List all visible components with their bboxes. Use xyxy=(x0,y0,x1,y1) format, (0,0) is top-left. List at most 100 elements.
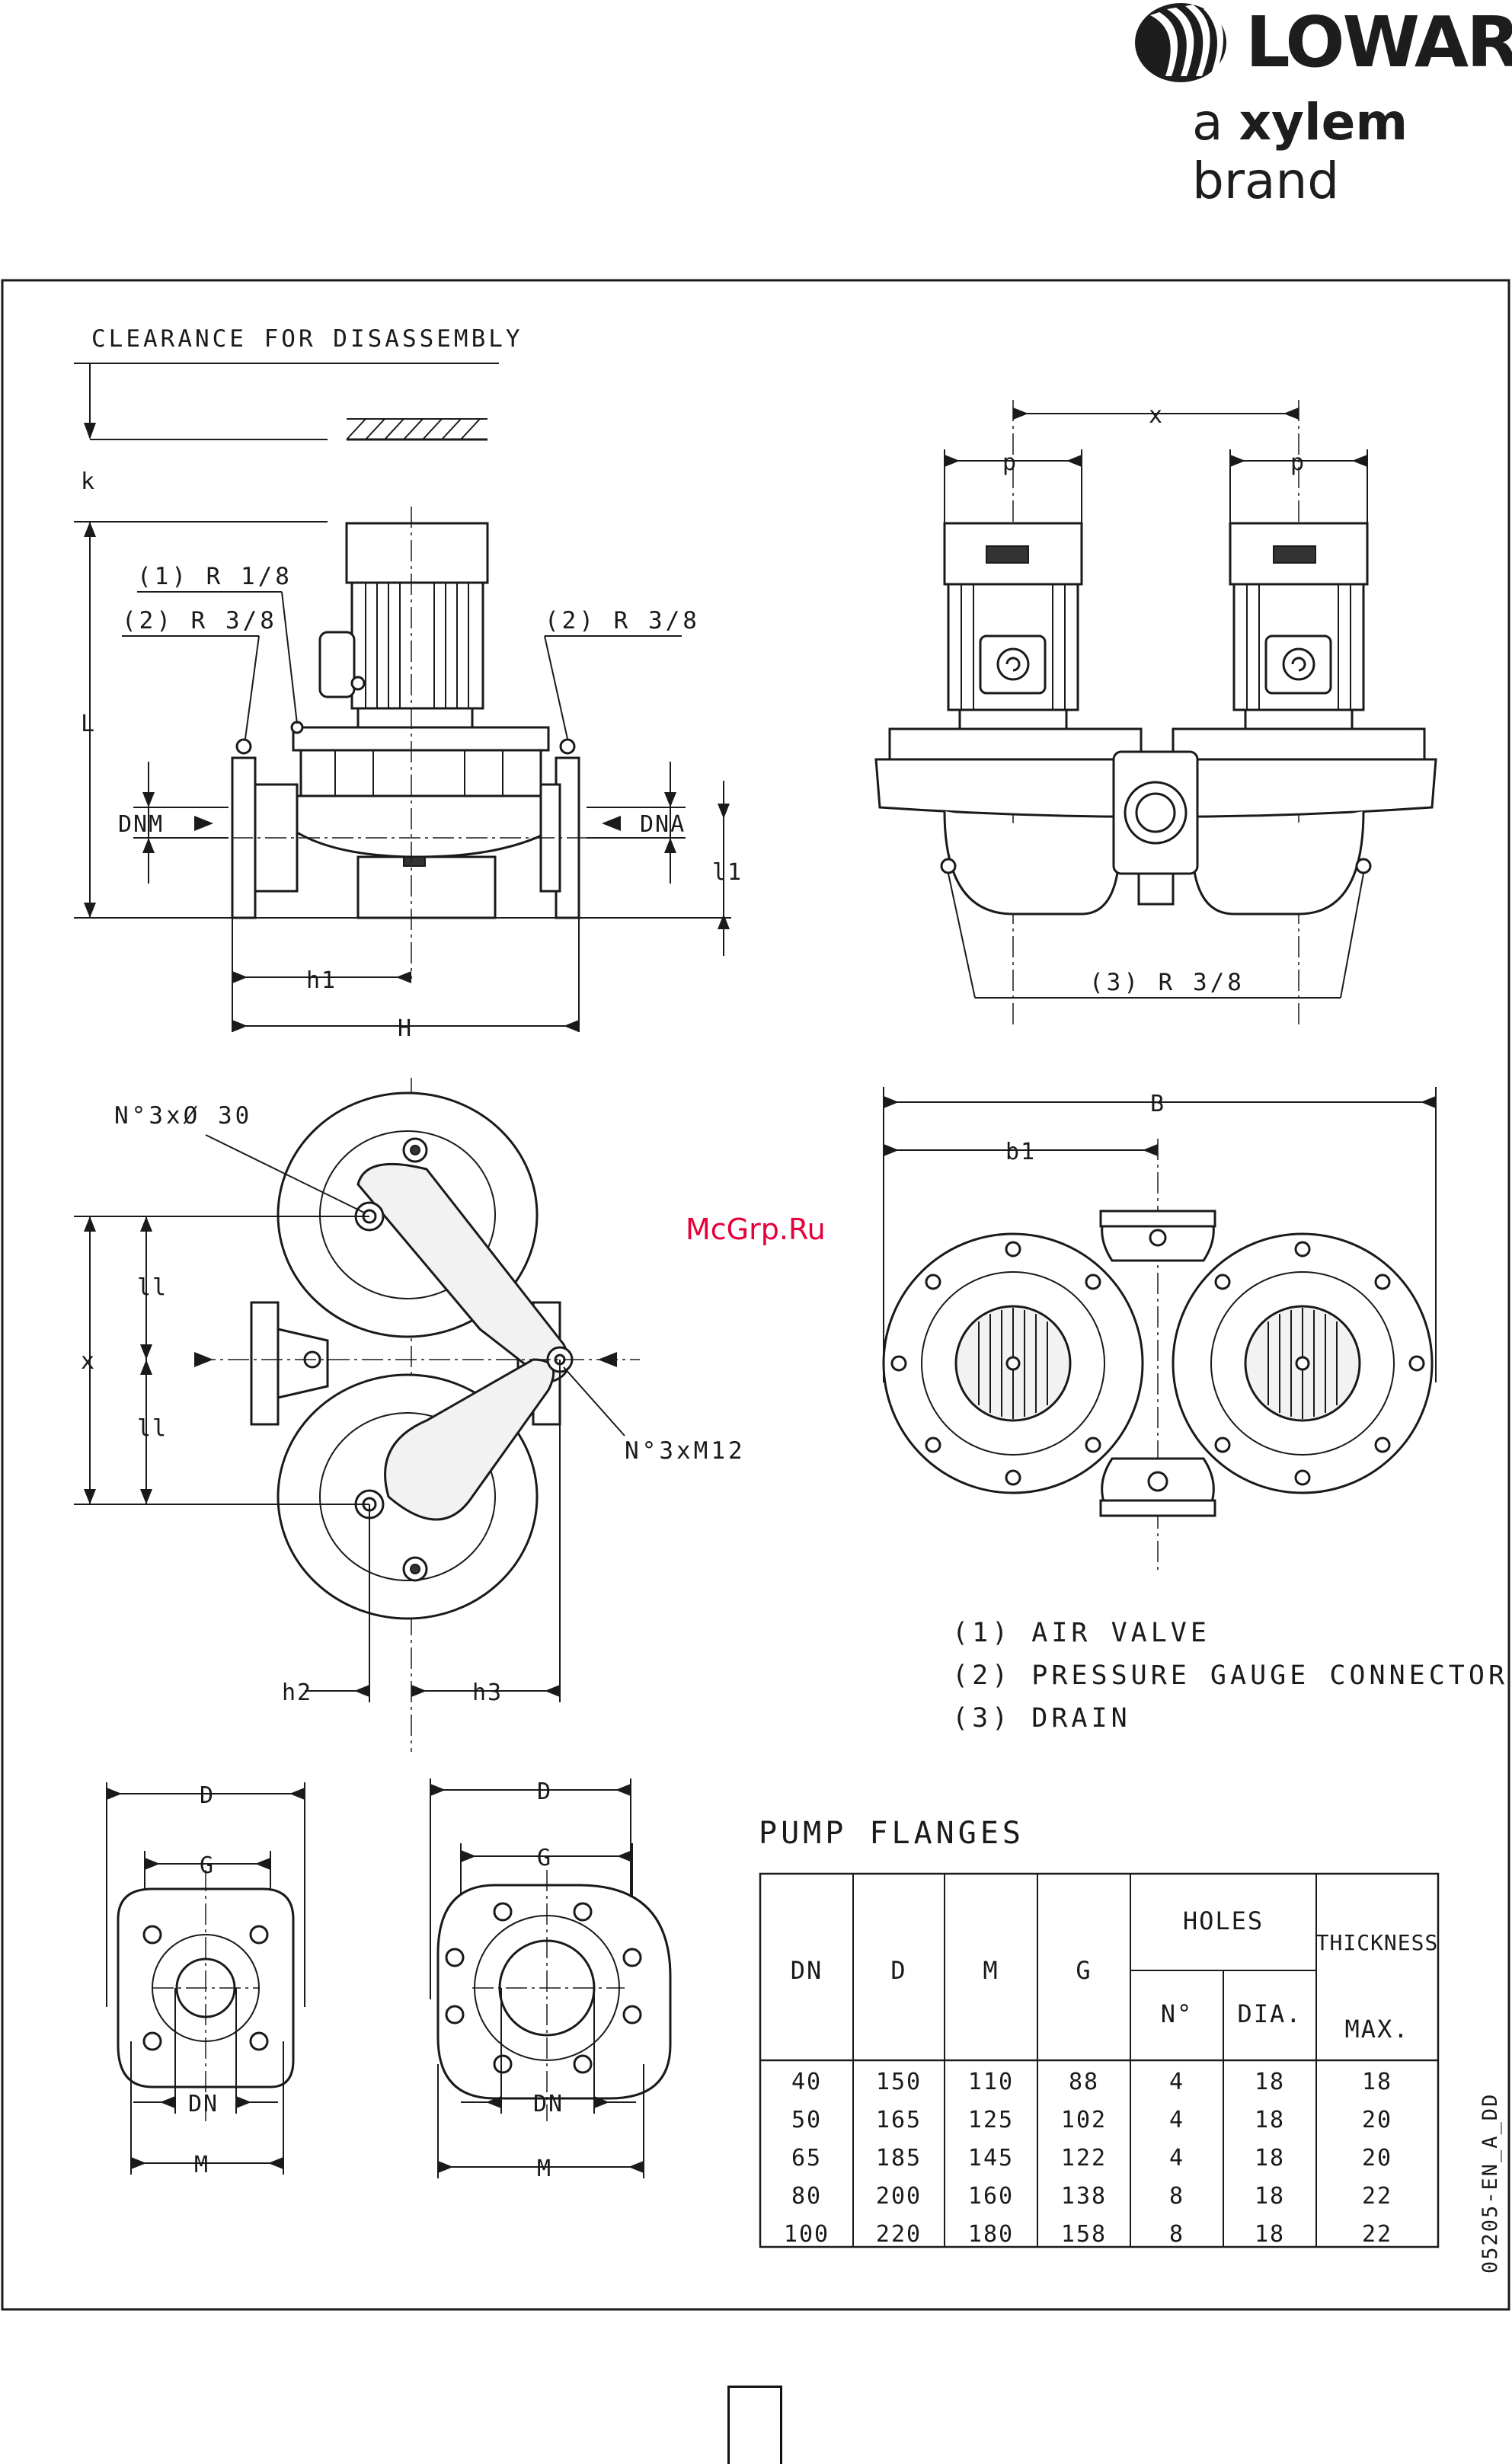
svg-text:4: 4 xyxy=(1169,2069,1184,2095)
dim-l1: l1 xyxy=(712,859,743,886)
header-d: D xyxy=(890,1956,906,1985)
svg-text:88: 88 xyxy=(1069,2069,1099,2095)
gauge-connector-left-callout: (2) R 3/8 xyxy=(122,607,277,634)
flange-left-M: M xyxy=(194,2152,209,2178)
dim-p-left: p xyxy=(1002,449,1018,476)
dim-ll-lower: ll xyxy=(137,1415,168,1442)
brand-name: LOWARA xyxy=(1245,2,1512,83)
svg-text:8: 8 xyxy=(1169,2221,1184,2248)
flange-right-G: G xyxy=(537,1845,552,1871)
dim-DNM: DNM xyxy=(118,811,164,838)
pump-bracket xyxy=(292,726,550,752)
diverter-arm-upper xyxy=(356,1162,571,1384)
terminal-box xyxy=(318,631,356,698)
pump-flanges-table: PUMP FLANGES DN D M G HOLES N° DIA. THIC… xyxy=(759,1816,1440,2248)
flange-left-D: D xyxy=(200,1782,215,1809)
header-holes: HOLES xyxy=(1183,1906,1264,1935)
svg-text:100: 100 xyxy=(784,2221,830,2248)
legend: (1) AIR VALVE (2) PRESSURE GAUGE CONNECT… xyxy=(952,1618,1508,1734)
svg-text:18: 18 xyxy=(1255,2183,1285,2210)
header-holes-no: N° xyxy=(1161,1999,1194,2028)
clearance-hatch xyxy=(346,418,487,441)
flange-left-G: G xyxy=(200,1852,215,1879)
svg-text:22: 22 xyxy=(1362,2183,1392,2210)
svg-text:80: 80 xyxy=(791,2183,822,2210)
screws-callout: N°3xM12 xyxy=(625,1437,746,1465)
dim-DNA: DNA xyxy=(640,811,686,838)
svg-text:18: 18 xyxy=(1255,2069,1285,2095)
sheet-border xyxy=(1,279,1510,2311)
table-title: PUMP FLANGES xyxy=(759,1816,1025,1851)
motor-body xyxy=(350,581,484,710)
svg-text:22: 22 xyxy=(1362,2221,1392,2248)
drawing-sheet: CLEARANCE FOR DISASSEMBLY k L xyxy=(1,279,1510,2311)
svg-text:180: 180 xyxy=(968,2221,1014,2248)
svg-text:158: 158 xyxy=(1061,2221,1107,2248)
header-thickness-max: MAX. xyxy=(1344,2015,1409,2044)
svg-text:125: 125 xyxy=(968,2107,1014,2133)
svg-text:145: 145 xyxy=(968,2145,1014,2172)
dim-L: L xyxy=(81,711,96,737)
svg-text:4: 4 xyxy=(1169,2107,1184,2133)
lowara-swirl-icon xyxy=(1135,3,1226,82)
dim-x-twin: x xyxy=(1149,402,1164,429)
header-holes-dia: DIA. xyxy=(1237,1999,1302,2028)
twin-pump-plan-view: B b1 xyxy=(882,1087,1437,1573)
dim-h2: h2 xyxy=(282,1679,312,1706)
drawing-code: 05205-EN_A_DD xyxy=(1478,2093,1502,2274)
flange-left-DN: DN xyxy=(188,2091,219,2117)
dim-k: k xyxy=(81,468,96,495)
dim-b1: b1 xyxy=(1005,1139,1036,1165)
svg-text:200: 200 xyxy=(876,2183,922,2210)
watermark: McGrp.Ru xyxy=(686,1213,826,1246)
svg-text:220: 220 xyxy=(876,2221,922,2248)
legend-item-air-valve: (1) AIR VALVE xyxy=(952,1618,1210,1648)
flange-right-DN: DN xyxy=(533,2091,564,2117)
table-row: 80 200 160 138 8 18 22 xyxy=(791,2183,1392,2210)
dim-ll-upper: ll xyxy=(137,1274,168,1301)
svg-text:185: 185 xyxy=(876,2145,922,2172)
svg-text:4: 4 xyxy=(1169,2145,1184,2172)
brand-logo: LOWARA a xylem brand xyxy=(1120,0,1512,210)
svg-text:102: 102 xyxy=(1061,2107,1107,2133)
svg-text:65: 65 xyxy=(791,2145,822,2172)
gauge-connector-right-callout: (2) R 3/8 xyxy=(545,607,700,634)
flange-right-D: D xyxy=(537,1778,552,1805)
flange-8-holes-view: D G DN M xyxy=(430,1778,672,2182)
svg-text:122: 122 xyxy=(1061,2145,1107,2172)
motor-adapter xyxy=(356,707,474,729)
legend-item-drain: (3) DRAIN xyxy=(952,1703,1131,1734)
pump-plan-view: x ll ll N°3xØ 30 N°3xM12 h2 h3 xyxy=(74,1078,746,1752)
dim-x-plan: x xyxy=(81,1348,96,1375)
svg-text:165: 165 xyxy=(876,2107,922,2133)
header-dn: DN xyxy=(791,1956,823,1985)
dim-h3: h3 xyxy=(472,1679,503,1706)
air-valve-callout: (1) R 1/8 xyxy=(137,563,292,590)
dim-B: B xyxy=(1150,1091,1165,1117)
brand-tagline: a xylem brand xyxy=(1192,93,1408,210)
svg-text:138: 138 xyxy=(1061,2183,1107,2210)
svg-text:50: 50 xyxy=(791,2107,822,2133)
header-g: G xyxy=(1076,1956,1092,1985)
svg-text:150: 150 xyxy=(876,2069,922,2095)
table-row: 40 150 110 88 4 18 18 xyxy=(791,2069,1391,2095)
clearance-label: CLEARANCE FOR DISASSEMBLY xyxy=(91,325,523,353)
header-thickness: THICKNESS xyxy=(1316,1930,1439,1955)
drain-callout: (3) R 3/8 xyxy=(1089,969,1245,996)
pump-side-view: CLEARANCE FOR DISASSEMBLY k L xyxy=(74,325,743,1042)
svg-text:18: 18 xyxy=(1255,2145,1285,2172)
svg-text:20: 20 xyxy=(1362,2107,1392,2133)
dim-H: H xyxy=(398,1015,413,1042)
page-number-box xyxy=(727,2386,782,2464)
svg-text:18: 18 xyxy=(1255,2221,1285,2248)
header-m: M xyxy=(983,1956,999,1985)
table-row: 100 220 180 158 8 18 22 xyxy=(784,2221,1392,2248)
svg-text:110: 110 xyxy=(968,2069,1014,2095)
motor-top-cover xyxy=(345,522,489,584)
dim-p-right: p xyxy=(1290,449,1306,476)
table-row: 65 185 145 122 4 18 20 xyxy=(791,2145,1391,2172)
holes-callout: N°3xØ 30 xyxy=(114,1102,252,1130)
legend-item-pressure-gauge: (2) PRESSURE GAUGE CONNECTOR xyxy=(952,1660,1508,1691)
flange-4-holes-view: D G DN M xyxy=(106,1782,305,2178)
twin-pump-front-view: x p p xyxy=(874,400,1437,1024)
